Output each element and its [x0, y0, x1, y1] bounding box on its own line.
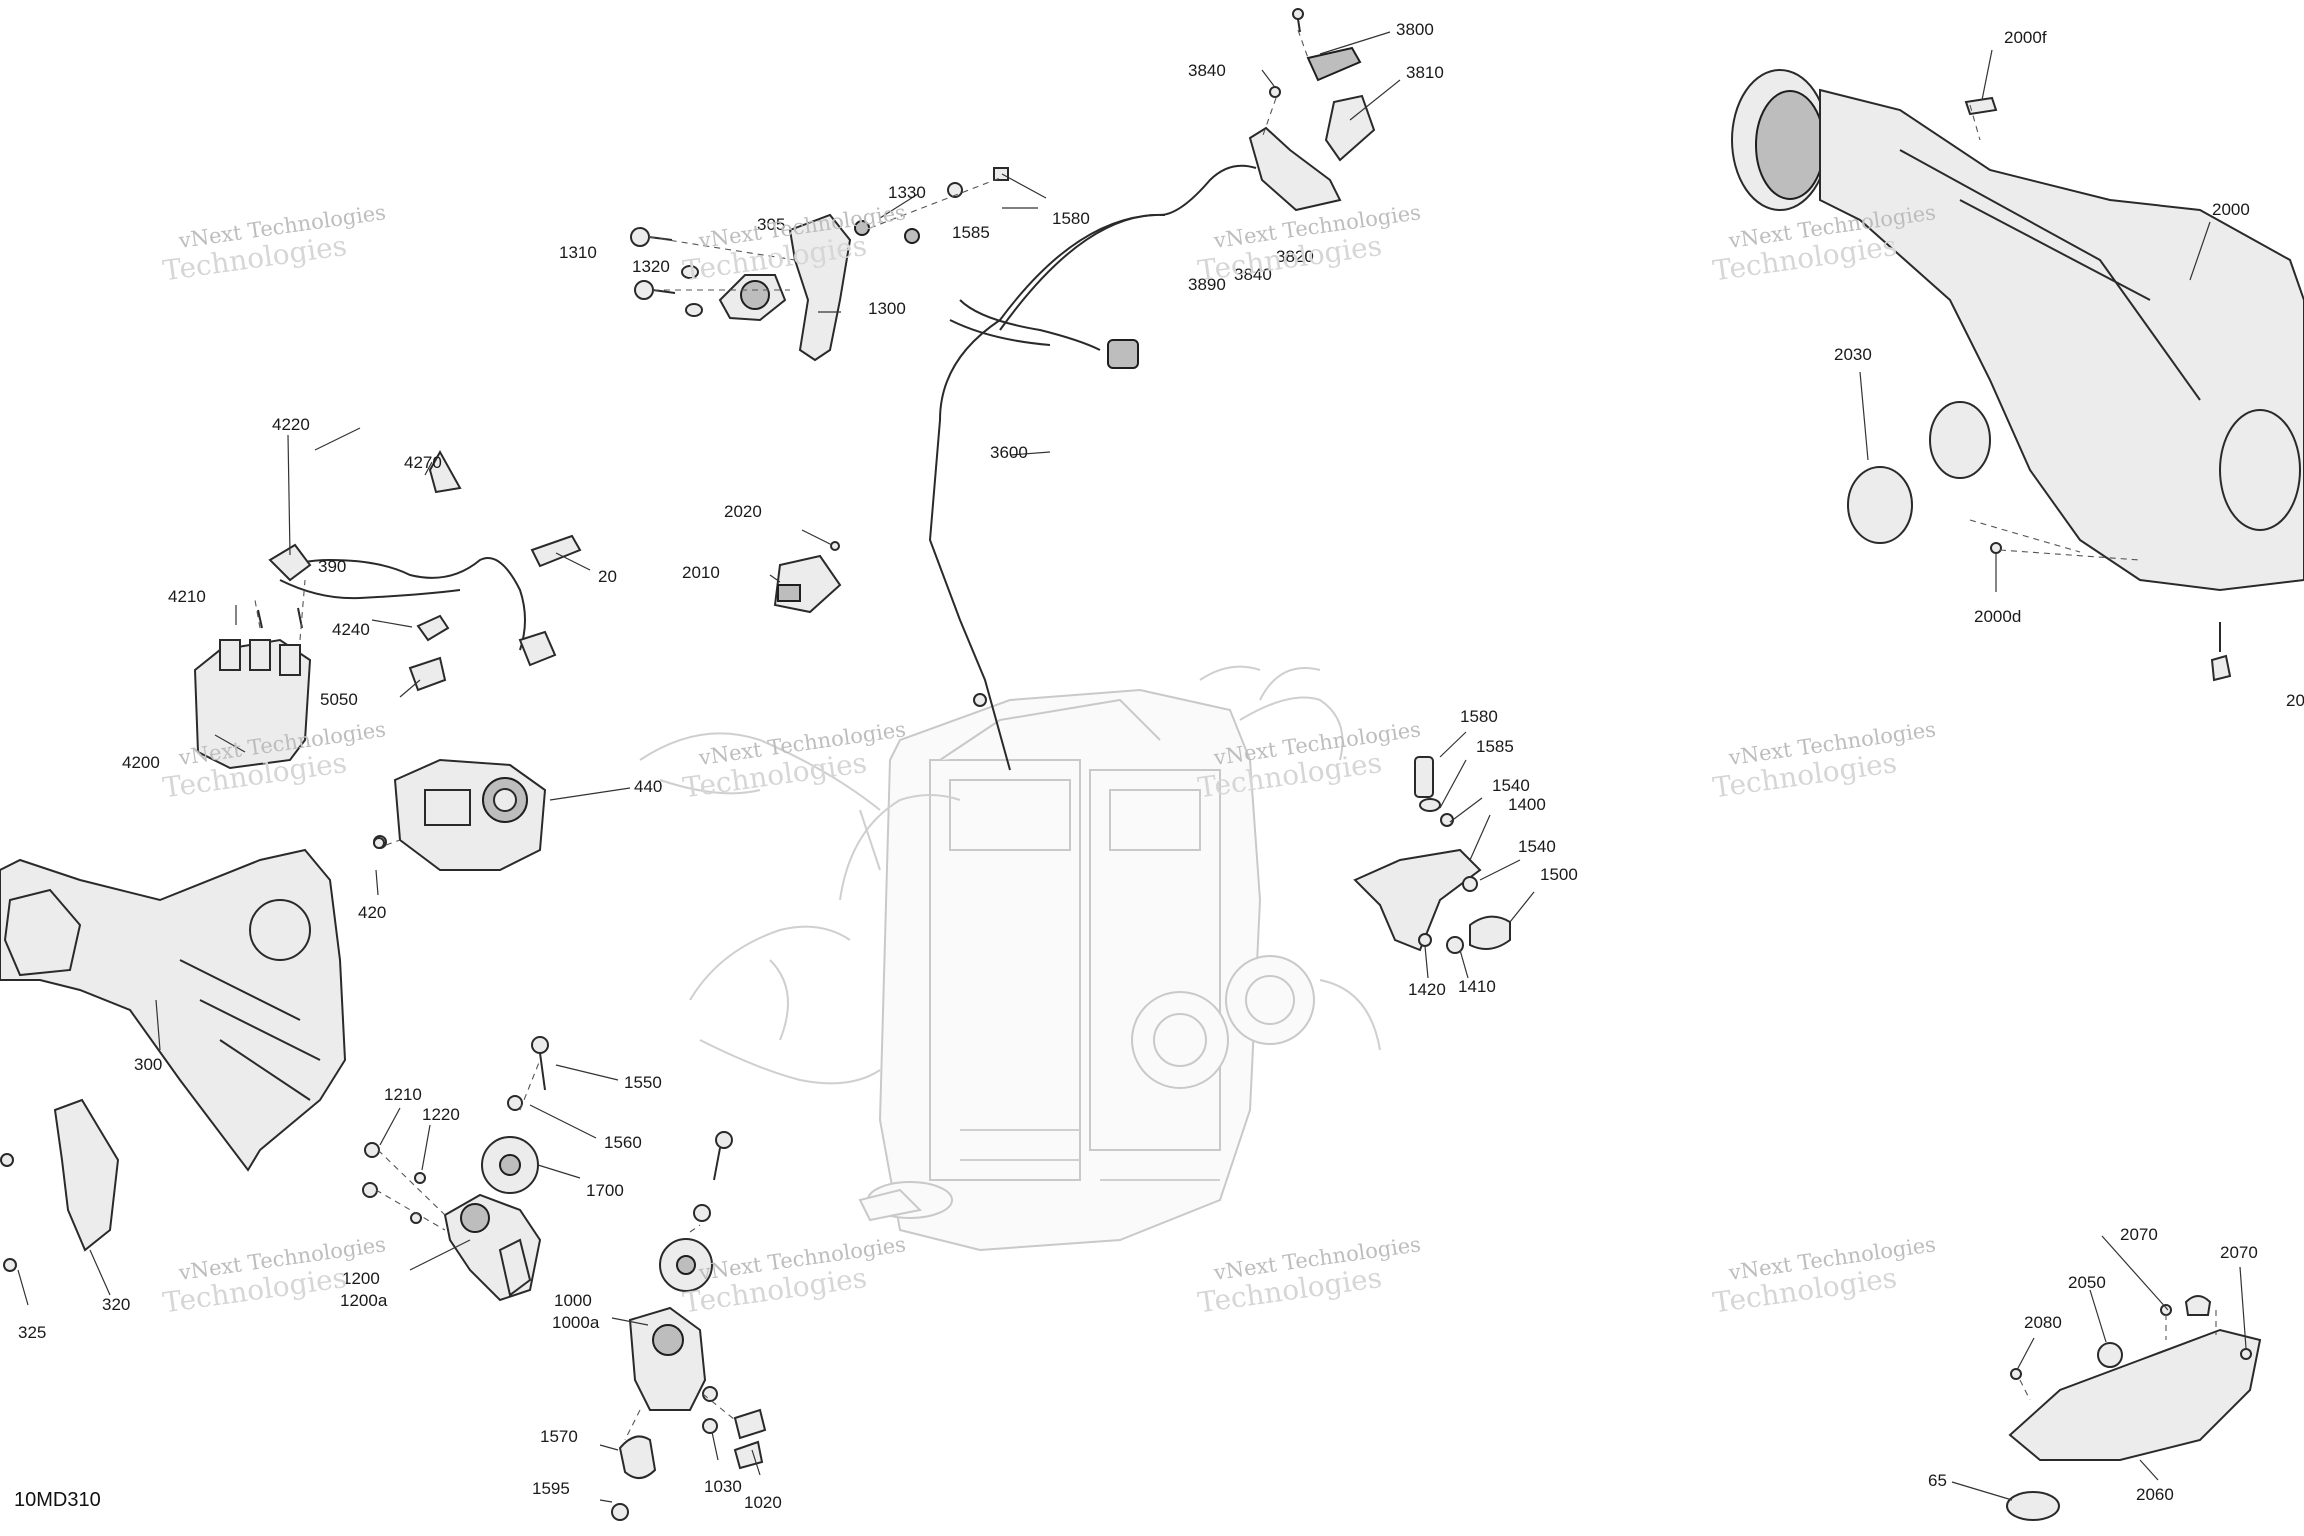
engine-ghost-illustration	[639, 665, 1381, 1252]
actuator-440	[373, 758, 547, 871]
callout-3890: 3890	[1188, 275, 1226, 294]
callout-3810: 3810	[1406, 63, 1444, 82]
callout-1570: 1570	[540, 1427, 578, 1446]
bracket-1400-group	[1353, 756, 1511, 954]
callout-2060: 2060	[2136, 1485, 2174, 1504]
sensor-2010	[773, 541, 842, 614]
callout-1330: 1330	[888, 183, 926, 202]
callout-2030: 2030	[1834, 345, 1872, 364]
callout-3820: 3820	[1276, 247, 1314, 266]
callout-1210: 1210	[384, 1085, 422, 1104]
engine-mount-1000	[611, 1306, 767, 1521]
callout-4270: 4270	[404, 453, 442, 472]
callout-3800: 3800	[1396, 20, 1434, 39]
callout-4240: 4240	[332, 620, 370, 639]
callout-1540-lower: 1540	[1518, 837, 1556, 856]
engine-mount-1200	[362, 1142, 542, 1302]
callout-2010: 2010	[682, 563, 720, 582]
callout-4200: 4200	[122, 753, 160, 772]
callout-3600: 3600	[990, 443, 1028, 462]
callout-1000: 1000	[554, 1291, 592, 1310]
callout-2000f: 2000f	[2004, 28, 2047, 47]
callout-2070-right: 2070	[2220, 1243, 2258, 1262]
callout-2080: 2080	[2024, 1313, 2062, 1332]
callout-1550: 1550	[624, 1073, 662, 1092]
callout-1320: 1320	[632, 257, 670, 276]
callout-20-right: 20	[2286, 691, 2304, 710]
dashed-leader-lines	[254, 29, 2217, 1441]
callout-labels: 3800 3840 3810 3890 3840 3820 1330 305 1…	[18, 20, 2304, 1512]
callout-305: 305	[757, 215, 785, 234]
callout-1595: 1595	[532, 1479, 570, 1498]
callout-1020: 1020	[744, 1493, 782, 1512]
callout-1420: 1420	[1408, 980, 1446, 999]
callout-2000d: 2000d	[1974, 607, 2021, 626]
cover-300	[0, 848, 347, 1172]
cable-3600	[928, 213, 1166, 771]
callout-1560: 1560	[604, 1133, 642, 1152]
callout-320: 320	[102, 1295, 130, 1314]
ignition-coil-group	[193, 449, 582, 770]
callout-3840-lower: 3840	[1234, 265, 1272, 284]
callout-4220: 4220	[272, 415, 310, 434]
callout-1410: 1410	[1458, 977, 1496, 996]
callout-325: 325	[18, 1323, 46, 1342]
callout-1220: 1220	[422, 1105, 460, 1124]
callout-2000: 2000	[2212, 200, 2250, 219]
callout-1540: 1540	[1492, 776, 1530, 795]
callout-2020: 2020	[724, 502, 762, 521]
callout-65: 65	[1928, 1471, 1947, 1490]
callout-440: 440	[634, 777, 662, 796]
callout-1200: 1200	[342, 1269, 380, 1288]
callout-1000a: 1000a	[552, 1313, 600, 1332]
leader-lines	[17, 31, 2247, 1503]
callout-1400: 1400	[1508, 795, 1546, 814]
callout-2050: 2050	[2068, 1273, 2106, 1292]
callout-1580: 1580	[1052, 209, 1090, 228]
callout-1580-right: 1580	[1460, 707, 1498, 726]
callout-5050: 5050	[320, 690, 358, 709]
callout-1310: 1310	[559, 243, 597, 262]
callout-1300: 1300	[868, 299, 906, 318]
callout-3840: 3840	[1188, 61, 1226, 80]
callout-2070: 2070	[2120, 1225, 2158, 1244]
air-intake-2000	[1731, 69, 2304, 682]
bracket-3800-group	[1159, 8, 1376, 216]
callout-1585-right: 1585	[1476, 737, 1514, 756]
callout-1700: 1700	[586, 1181, 624, 1200]
callout-1500: 1500	[1540, 865, 1578, 884]
callout-300: 300	[134, 1055, 162, 1074]
plate-2060	[2006, 1295, 2262, 1521]
callout-1030: 1030	[704, 1477, 742, 1496]
bracket-320	[0, 1098, 120, 1272]
callout-4210: 4210	[168, 587, 206, 606]
callout-1585: 1585	[952, 223, 990, 242]
diagram-reference-code: 10MD310	[14, 1489, 101, 1511]
callout-390: 390	[318, 557, 346, 576]
callout-420: 420	[358, 903, 386, 922]
callout-20: 20	[598, 567, 617, 586]
callout-1200a: 1200a	[340, 1291, 388, 1310]
